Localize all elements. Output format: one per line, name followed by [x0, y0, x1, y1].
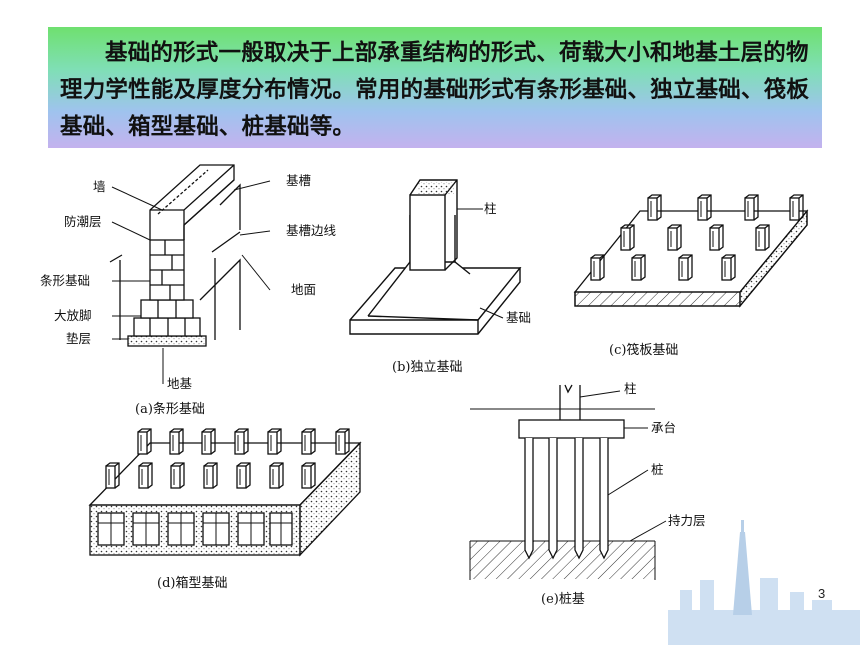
raft-foundation-drawing [573, 194, 809, 308]
page-number: 3 [818, 586, 826, 601]
strip-foundation-drawing [109, 164, 241, 347]
caption-c: (c)筏板基础 [609, 343, 679, 358]
label-damp-proof: 防潮层 [64, 214, 102, 229]
label-column-e: 柱 [624, 381, 637, 396]
caption-b: (b)独立基础 [392, 360, 463, 375]
label-foundation-b: 基础 [506, 310, 532, 325]
intro-text: 基础的形式一般取决于上部承重结构的形式、荷载大小和地基土层的物理力学性能及厚度分… [60, 40, 810, 140]
label-wall: 墙 [93, 179, 106, 194]
label-column-b: 柱 [484, 201, 497, 216]
caption-d: (d)箱型基础 [157, 576, 228, 591]
label-cap: 承台 [651, 420, 677, 435]
label-trench-edge: 基槽边线 [286, 223, 337, 238]
skyline-decoration [668, 520, 860, 645]
label-ground: 地基 [167, 376, 193, 391]
label-cushion: 垫层 [66, 331, 92, 346]
caption-a: (a)条形基础 [135, 402, 205, 417]
label-bearing-layer: 持力层 [668, 513, 706, 528]
label-trench: 基槽 [286, 173, 312, 188]
strip-leaders [111, 180, 271, 384]
caption-e: (e)桩基 [541, 592, 585, 607]
pile-foundation-drawing [469, 384, 667, 580]
label-strip: 条形基础 [40, 273, 91, 288]
label-footing: 大放脚 [54, 308, 92, 323]
intro-panel: 基础的形式一般取决于上部承重结构的形式、荷载大小和地基土层的物理力学性能及厚度分… [48, 27, 822, 148]
label-pile: 桩 [651, 462, 664, 477]
label-surface: 地面 [291, 282, 317, 297]
isolated-footing-drawing [349, 179, 522, 335]
box-foundation-drawing [88, 428, 362, 557]
